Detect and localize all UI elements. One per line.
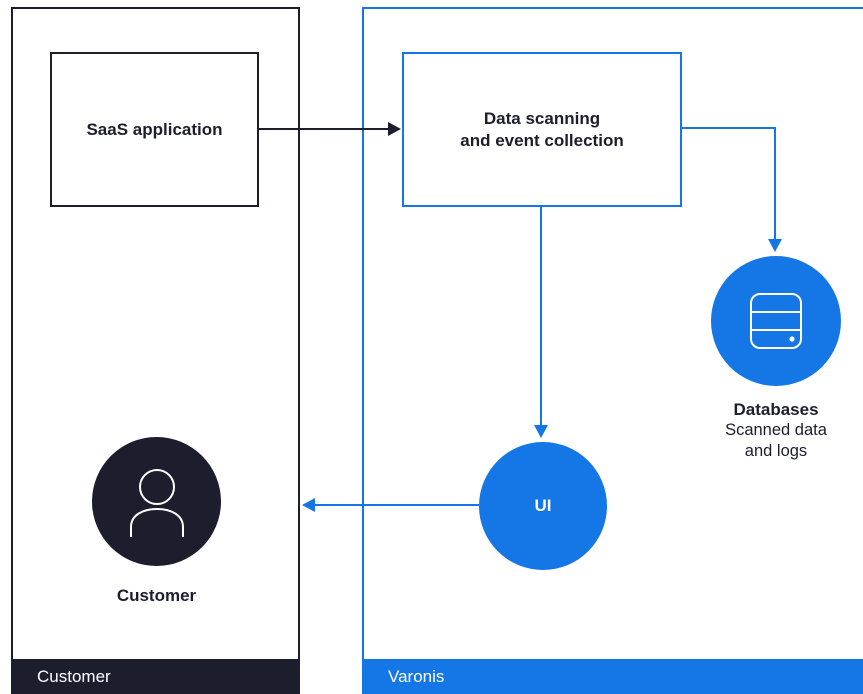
arrow-scanning-to-databases [682, 127, 776, 240]
customer-zone-label: Customer [11, 659, 300, 694]
databases-caption: Databases Scanned data and logs [690, 399, 862, 462]
saas-application-box: SaaS application [50, 52, 259, 207]
ui-node: UI [479, 442, 607, 570]
ui-label: UI [534, 496, 552, 515]
data-scanning-label-line2: and event collection [460, 131, 624, 150]
data-scanning-box: Data scanning and event collection [402, 52, 682, 207]
person-icon [129, 468, 184, 537]
database-icon [750, 293, 802, 349]
arrowhead-saas-to-scanning [388, 122, 401, 136]
databases-node [711, 256, 841, 386]
databases-subtitle-line2: and logs [744, 442, 808, 460]
varonis-zone-label: Varonis [362, 659, 863, 694]
databases-subtitle-line1: Scanned data [725, 421, 827, 439]
arrowhead-ui-to-customer [302, 498, 315, 512]
arrowhead-scanning-to-databases [768, 239, 782, 252]
customer-node [92, 437, 221, 566]
customer-caption: Customer [116, 586, 197, 605]
databases-title: Databases [733, 400, 819, 419]
data-scanning-label-line1: Data scanning [483, 109, 601, 128]
arrowhead-scanning-to-ui [534, 425, 548, 438]
saas-application-label: SaaS application [86, 119, 223, 139]
